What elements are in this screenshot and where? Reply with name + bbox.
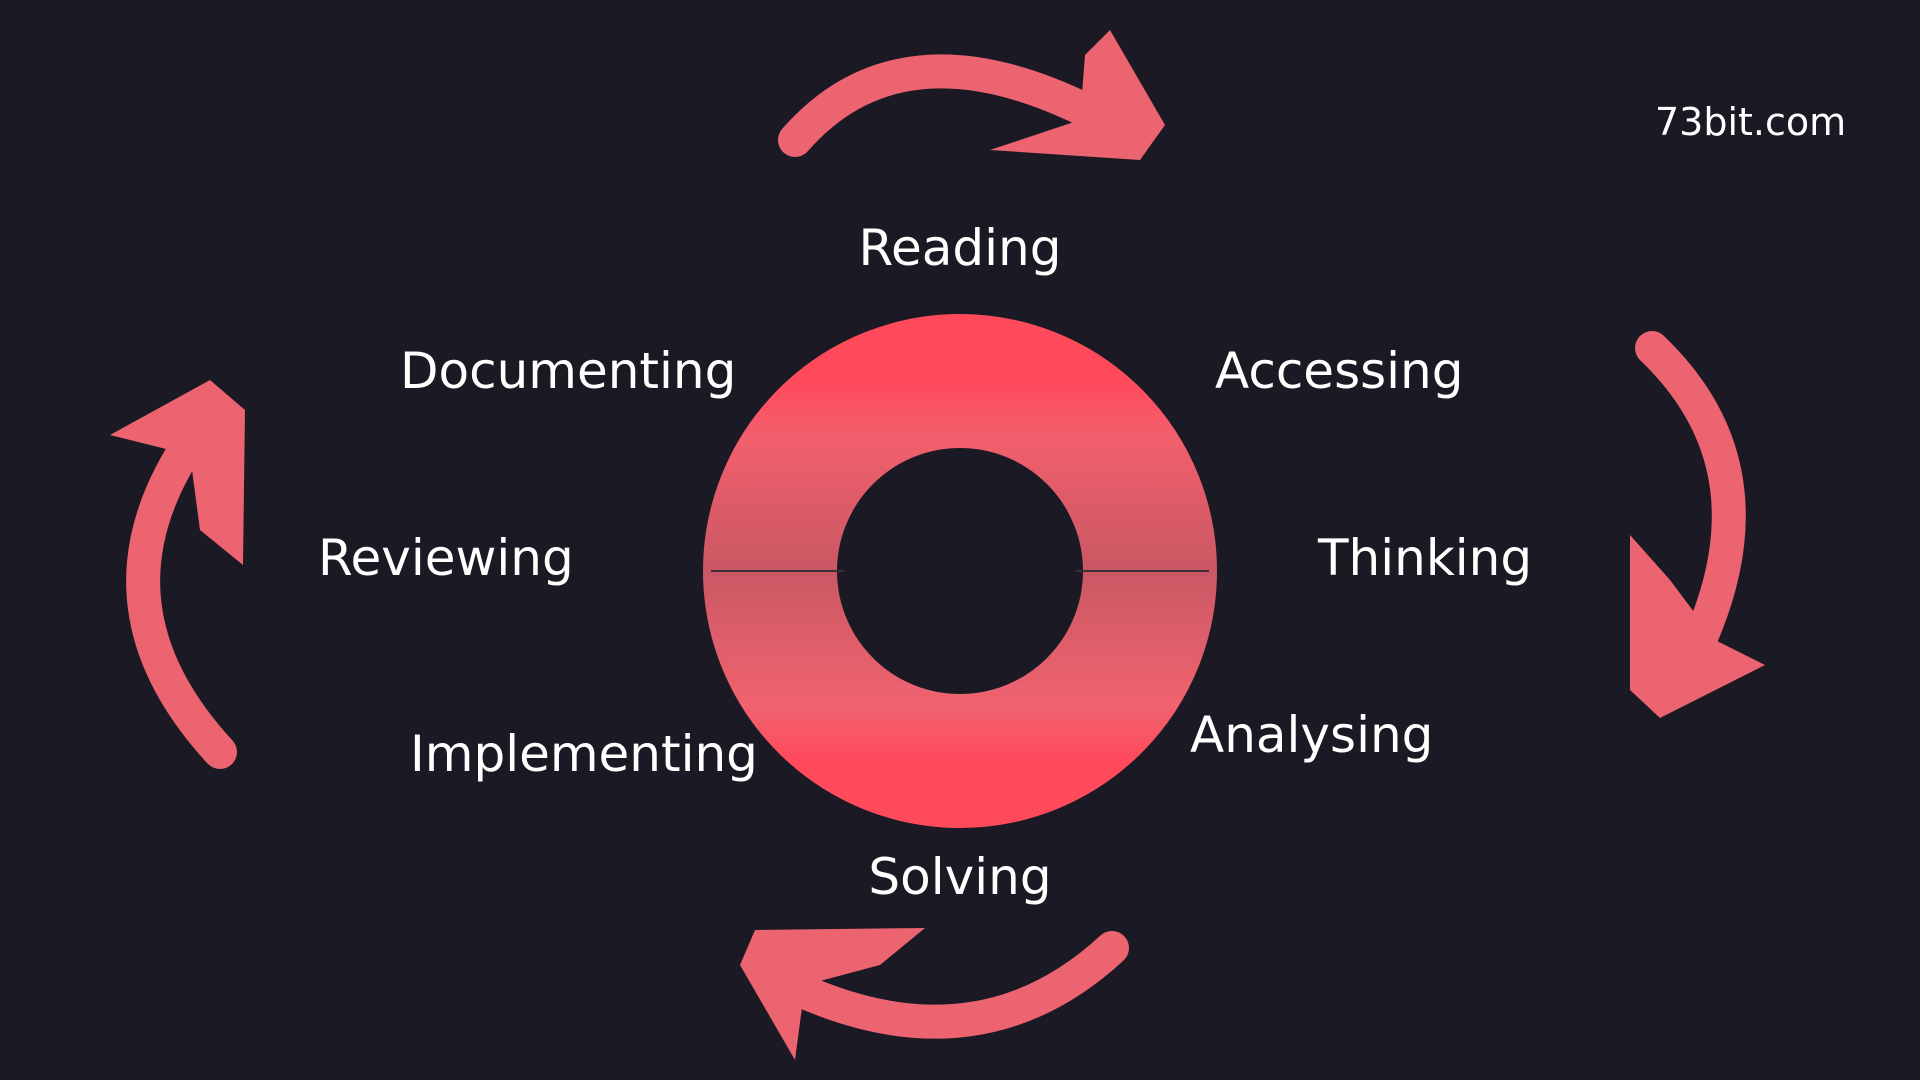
brand-watermark: 73bit.com <box>1655 100 1847 144</box>
arrowhead-right-icon <box>1630 535 1765 718</box>
step-reviewing: Reviewing <box>318 529 574 587</box>
arrow-left-icon <box>126 418 237 769</box>
arrowhead-top-icon <box>990 30 1165 160</box>
step-thinking: Thinking <box>1318 529 1533 587</box>
arrow-top-icon <box>778 54 1102 157</box>
step-analysing: Analysing <box>1190 706 1434 764</box>
step-solving: Solving <box>868 848 1052 906</box>
step-documenting: Documenting <box>400 342 737 400</box>
donut-ring <box>703 314 1217 828</box>
arrow-bottom-icon <box>783 931 1129 1039</box>
step-implementing: Implementing <box>410 725 758 783</box>
step-reading: Reading <box>858 219 1062 277</box>
arrowhead-left-icon <box>110 380 245 565</box>
step-accessing: Accessing <box>1215 342 1464 400</box>
arrowhead-bottom-icon <box>740 928 925 1060</box>
